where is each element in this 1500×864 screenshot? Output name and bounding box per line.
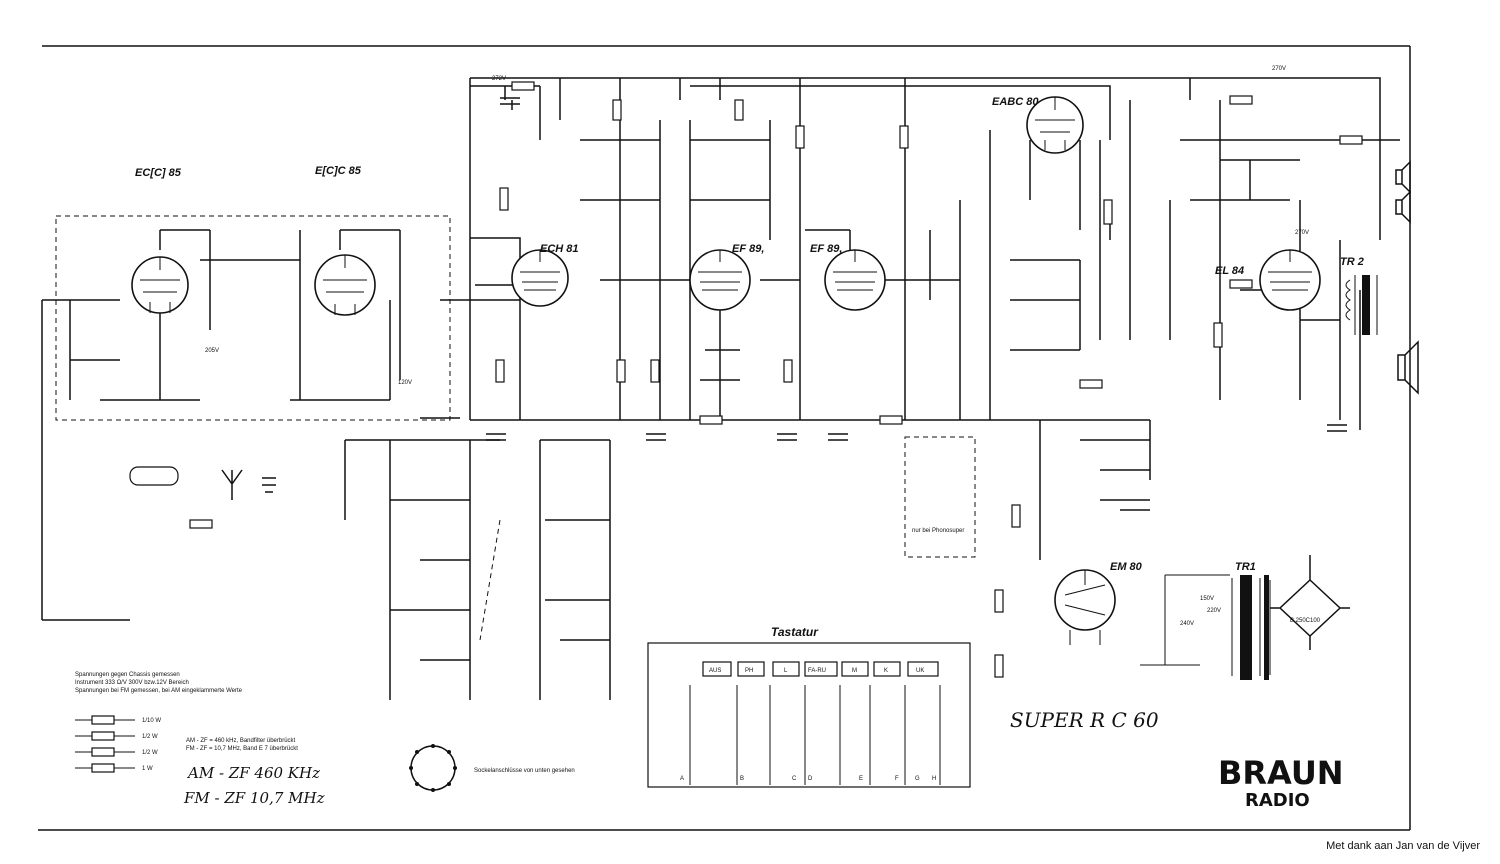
- ech81-tube: [511, 249, 569, 307]
- note-zf-am: AM - ZF = 460 kHz, Bandfilter überbrückt: [186, 738, 296, 744]
- note-zf-fm: FM - ZF = 10,7 MHz, Band E 7 überbrückt: [186, 746, 298, 752]
- tr1-label: TR1: [1235, 561, 1256, 573]
- ef89-1-tube: [689, 249, 751, 311]
- voltage-150: 150V: [1200, 596, 1214, 602]
- key-k: [873, 661, 901, 677]
- voltage-120: 120V: [398, 380, 412, 386]
- switch-letter-e: E: [859, 776, 863, 782]
- handwritten-am-if: AM - ZF 460 KHz: [186, 764, 320, 782]
- if-cathode: [700, 300, 740, 420]
- gang-link: [479, 519, 501, 641]
- note-socket: Sockelanschlüsse von unten gesehen: [474, 768, 575, 774]
- key-panel-title: Tastatur: [771, 625, 819, 639]
- voltage-220: 220V: [1207, 608, 1221, 614]
- am-input-wiring: [344, 439, 500, 700]
- tube-label-ecc85-2: E[C]C 85: [315, 165, 362, 177]
- voltage-272: 272V: [492, 76, 506, 82]
- key-label-uk: UK: [916, 668, 924, 674]
- switch-letter-b: B: [740, 776, 744, 782]
- ecc85-2-tube: [314, 254, 376, 316]
- rating-1-2w-b: 1/2 W: [142, 750, 158, 756]
- tube-label-ecc85-1: EC[C] 85: [135, 167, 182, 179]
- key-label-fa-ru: FA-RU: [808, 668, 826, 674]
- tube-label-ech81: ECH 81: [540, 243, 579, 255]
- supply-rails: [469, 77, 1381, 420]
- antenna-icon: [221, 469, 243, 500]
- ground-bus: [420, 417, 1151, 480]
- key-m: [841, 661, 869, 677]
- handwritten-fm-if: FM - ZF 10,7 MHz: [183, 789, 325, 807]
- switch-letter-f: F: [895, 776, 899, 782]
- tube-label-ef89-2: EF 89,: [810, 243, 842, 255]
- ground-icon: [262, 477, 276, 493]
- note-line-1: Spannungen gegen Chassis gemessen: [75, 672, 180, 678]
- switch-letter-d: D: [808, 776, 813, 782]
- rating-1-10w: 1/10 W: [142, 718, 161, 724]
- if-stage-wiring: [580, 120, 801, 420]
- eabc80-tube: [1026, 96, 1084, 154]
- credit-text: Met dank aan Jan van de Vijver: [1326, 840, 1480, 852]
- key-label-k: K: [884, 668, 888, 674]
- phono-box: [904, 436, 976, 558]
- rating-1-2w-a: 1/2 W: [142, 734, 158, 740]
- key-ph: [737, 661, 765, 677]
- brand-subtitle: RADIO: [1245, 790, 1310, 811]
- tweeter-icon: [1395, 160, 1411, 224]
- speaker-icon: [1397, 340, 1419, 395]
- voltage-270-el84: 270V: [1295, 230, 1309, 236]
- tone-wiring: [1039, 420, 1150, 560]
- rail-branch: [470, 85, 541, 140]
- rating-1w: 1 W: [142, 766, 153, 772]
- switch-letter-h: H: [932, 776, 936, 782]
- rail-branch-2: [690, 85, 1111, 140]
- output-transformer: [1345, 275, 1378, 335]
- voltage-270-top: 270V: [1272, 66, 1286, 72]
- tube-label-ef89-1: EF 89,: [732, 243, 764, 255]
- model-name: SUPER R C 60: [1010, 708, 1159, 732]
- key-label-m: M: [852, 668, 857, 674]
- switch-letter-g: G: [915, 776, 920, 782]
- tube-label-em80: EM 80: [1110, 561, 1143, 573]
- output-wiring: [1180, 139, 1400, 430]
- key-label-l: L: [784, 668, 788, 674]
- tube-label-el84: EL 84: [1215, 265, 1244, 277]
- em80-tube: [1054, 569, 1116, 645]
- voltage-205: 205V: [205, 348, 219, 354]
- bridge-rectifier: [1270, 555, 1350, 650]
- fm-tuner-box: [55, 215, 451, 421]
- key-label-aus: AUS: [709, 668, 721, 674]
- note-line-2: Instrument 333 Ω/V 300V bzw.12V Bereich: [75, 680, 189, 686]
- voltage-240: 240V: [1180, 621, 1194, 627]
- rectifier-label: B 250C100: [1290, 618, 1321, 624]
- detector-wiring: [805, 130, 1081, 420]
- key-label-ph: PH: [745, 668, 753, 674]
- key-l: [772, 661, 800, 677]
- am-osc-wiring: [539, 439, 611, 700]
- component-symbols: [189, 81, 1363, 678]
- ef89-2-tube: [824, 249, 886, 311]
- switch-letter-a: A: [680, 776, 684, 782]
- antenna-lead: [41, 299, 130, 621]
- tube-label-eabc80: EABC 80: [992, 96, 1039, 108]
- switch-letter-c: C: [792, 776, 797, 782]
- ecc85-1-tube: [131, 256, 189, 314]
- dial-lamp-icon: [129, 466, 179, 486]
- brand-logo: BRAUN: [1218, 754, 1344, 792]
- mains-transformer: [1140, 574, 1271, 680]
- key-aus: [702, 661, 732, 677]
- tr2-label: TR 2: [1340, 256, 1364, 268]
- tuner-wiring: [69, 229, 401, 401]
- tube-socket-diagram: [409, 744, 457, 792]
- note-line-3: Spannungen bei FM gemessen, bei AM einge…: [75, 688, 243, 694]
- note-phono: nur bei Phonosuper: [912, 528, 964, 534]
- resistor-legend: [75, 715, 135, 773]
- key-uk: [907, 661, 939, 677]
- el84-tube: [1259, 249, 1321, 311]
- key-fa-ru: [804, 661, 838, 677]
